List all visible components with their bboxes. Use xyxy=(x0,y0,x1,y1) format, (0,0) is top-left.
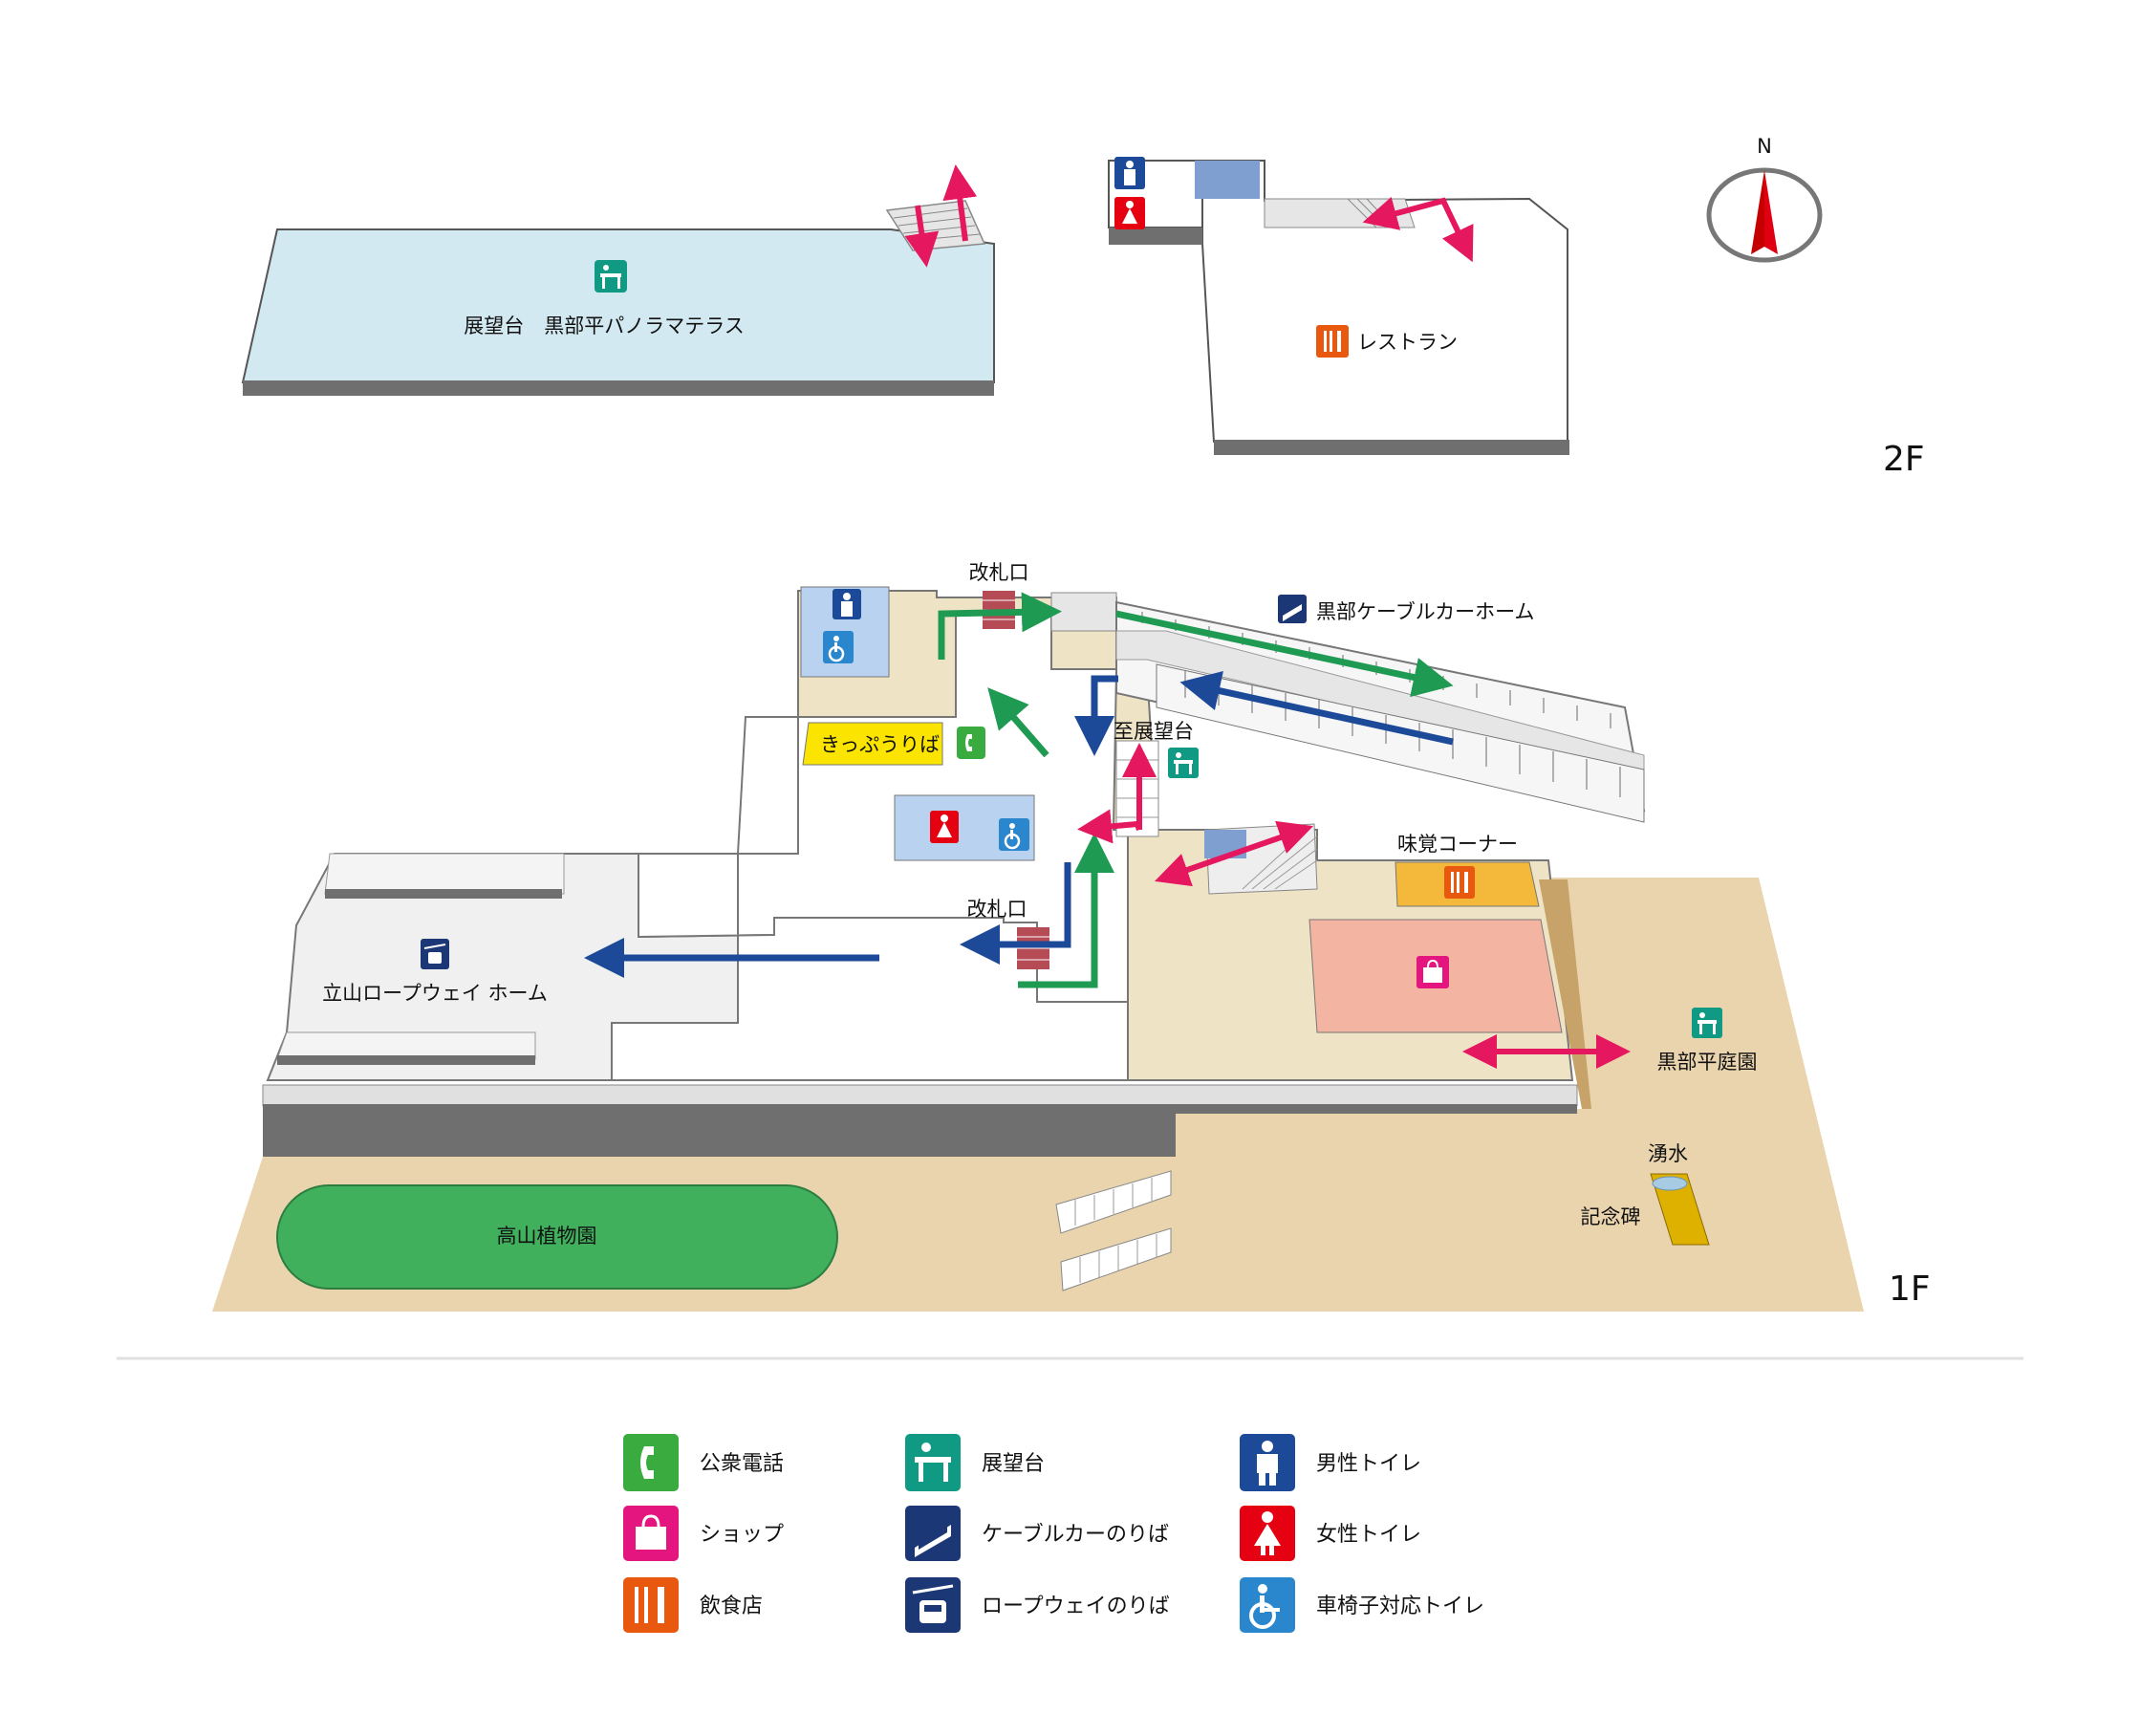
building-base xyxy=(262,1084,1578,1107)
botanical-label: 高山植物園 xyxy=(497,1225,597,1248)
route-arrows xyxy=(584,592,1631,1069)
ticket-gate-bottom-label: 改札口 xyxy=(967,898,1027,921)
cable-car-platform xyxy=(1115,600,1646,823)
restaurant-area xyxy=(1201,160,1568,443)
cable-car-icon xyxy=(905,1506,961,1561)
alpine-botanical-garden xyxy=(276,1184,838,1290)
accessible-toilet-icon xyxy=(1240,1577,1295,1633)
legend-label-observation: 展望台 xyxy=(982,1452,1045,1476)
garden-label: 黒部平庭園 xyxy=(1657,1051,1758,1074)
legend-label-phone: 公衆電話 xyxy=(700,1452,784,1476)
shop-icon xyxy=(1417,956,1449,988)
restaurant-label: レストラン xyxy=(1357,331,1458,354)
cable-car-icon xyxy=(1278,595,1307,623)
mens-toilet-icon xyxy=(833,589,861,619)
building-base-front xyxy=(263,1104,1577,1157)
ticket-gate-bottom xyxy=(1017,927,1049,969)
legend-item-womens-toilet: 女性トイレ xyxy=(1240,1506,1421,1561)
ropeway-icon xyxy=(421,939,449,969)
womens-toilet-icon xyxy=(930,811,959,843)
ropeway-icon xyxy=(905,1577,961,1633)
stairs-up-arrow xyxy=(904,164,978,268)
accessible-toilet-icon xyxy=(999,818,1029,851)
floor-2f-label: 2F xyxy=(1883,440,1925,479)
legend-label-accessible-toilet: 車椅子対応トイレ xyxy=(1316,1595,1484,1618)
legend-label-mens-toilet: 男性トイレ xyxy=(1316,1452,1421,1476)
mens-toilet-icon xyxy=(1240,1434,1295,1491)
phone-icon xyxy=(623,1434,679,1491)
to-observation-label: 至展望台 xyxy=(1114,720,1194,743)
legend-item-observation: 展望台 xyxy=(905,1434,1045,1491)
legend-item-accessible-toilet: 車椅子対応トイレ xyxy=(1240,1577,1484,1633)
taste-corner-label: 味覚コーナー xyxy=(1397,833,1518,856)
restaurant-icon xyxy=(1444,866,1475,899)
womens-toilet-icon xyxy=(1240,1506,1295,1561)
restaurant-edge xyxy=(1214,440,1569,455)
observation-icon xyxy=(1168,748,1199,778)
elevator-2f xyxy=(1195,161,1260,199)
legend-item-cable-car: ケーブルカーのりば xyxy=(905,1506,1169,1561)
womens-toilet-icon xyxy=(1114,197,1145,229)
ropeway-home-label: 立山ロープウェイ ホーム xyxy=(322,982,548,1005)
spring-water-pool xyxy=(1652,1176,1688,1191)
legend-label-shop: ショップ xyxy=(700,1523,784,1547)
legend-label-restaurant: 飲食店 xyxy=(700,1595,763,1618)
legend-item-shop: ショップ xyxy=(623,1506,784,1561)
legend-item-mens-toilet: 男性トイレ xyxy=(1240,1434,1421,1491)
observation-icon xyxy=(1692,1008,1722,1038)
legend-label-womens-toilet: 女性トイレ xyxy=(1316,1523,1421,1547)
legend: 公衆電話 ショップ 飲食店 展望台 ケーブルカーのりば xyxy=(623,1434,1484,1633)
legend-item-ropeway: ロープウェイのりば xyxy=(905,1577,1170,1633)
shop-icon xyxy=(623,1506,679,1561)
spring-water-label: 湧水 xyxy=(1648,1142,1688,1165)
ticket-gate-top-label: 改札口 xyxy=(969,561,1029,584)
legend-item-phone: 公衆電話 xyxy=(623,1434,784,1491)
floor-2f: 展望台 黒部平パノラマテラス レストラン N 2F xyxy=(241,135,1925,479)
monument-label: 記念碑 xyxy=(1581,1205,1641,1228)
restaurant-icon xyxy=(623,1577,679,1633)
terrace-area xyxy=(241,228,995,383)
ticket-office xyxy=(802,722,943,766)
restaurant-icon xyxy=(1316,325,1349,358)
observation-icon xyxy=(905,1434,961,1491)
legend-label-ropeway: ロープウェイのりば xyxy=(982,1595,1170,1618)
cable-car-home-label: 黒部ケーブルカーホーム xyxy=(1316,600,1534,623)
phone-icon xyxy=(957,727,985,759)
observation-icon xyxy=(595,260,627,293)
lower-stairs xyxy=(1055,1170,1172,1291)
floor-1f: 高山植物園 きっぷうりば xyxy=(212,561,1931,1312)
compass: N xyxy=(1706,135,1823,263)
legend-item-restaurant: 飲食店 xyxy=(623,1577,763,1633)
terrace-edge xyxy=(243,380,994,396)
ticket-office-label: きっぷうりば xyxy=(820,733,940,756)
restaurant-stairs-arrow xyxy=(1362,196,1474,263)
compass-north: N xyxy=(1757,135,1772,158)
terrace-label: 展望台 黒部平パノラマテラス xyxy=(464,315,745,337)
floor-1f-label: 1F xyxy=(1889,1269,1931,1309)
monument xyxy=(1650,1173,1710,1246)
white-block-left xyxy=(611,716,1129,1081)
accessible-toilet-icon xyxy=(823,631,854,663)
legend-label-cable-car: ケーブルカーのりば xyxy=(982,1523,1169,1547)
mens-toilet-icon xyxy=(1114,157,1145,189)
